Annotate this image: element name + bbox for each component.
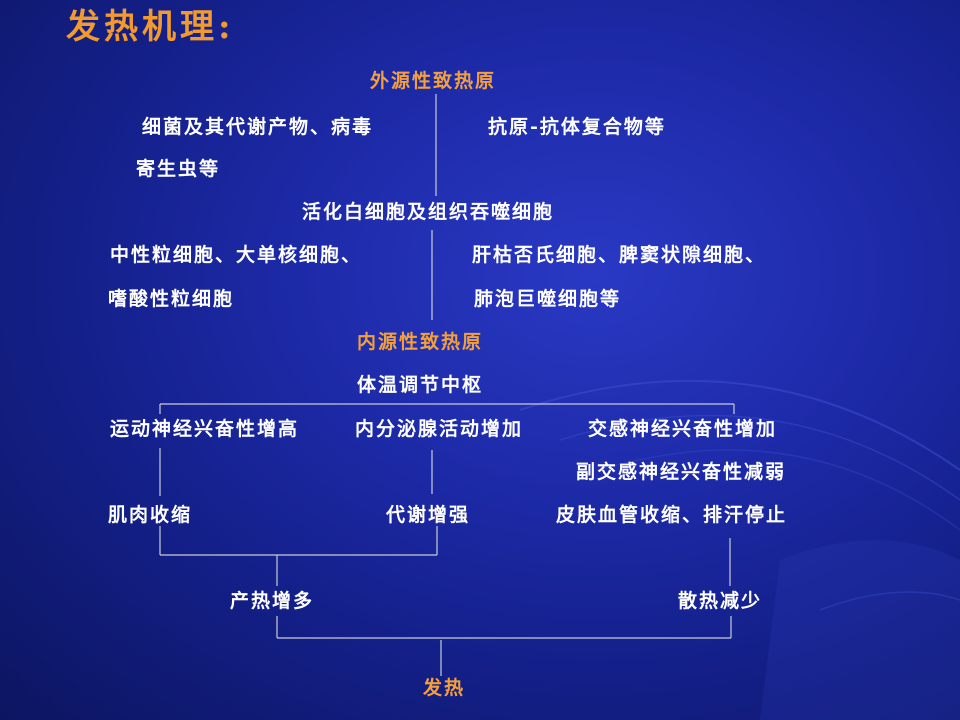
node-parasympathetic: 副交感神经兴奋性减弱 [576,461,787,483]
node-eosinophil: 嗜酸性粒细胞 [108,288,235,310]
node-sympathetic: 交感神经兴奋性增加 [588,418,778,440]
node-alveolar-macrophage: 肺泡巨噬细胞等 [474,288,622,310]
node-skin-vessel: 皮肤血管收缩、排汗停止 [556,504,788,526]
node-activated-cells: 活化白细胞及组织吞噬细胞 [302,201,555,223]
node-exogenous-pyrogen: 外源性致热原 [370,70,497,92]
node-heat-loss: 散热减少 [678,590,763,612]
node-heat-gain: 产热增多 [230,590,315,612]
node-fever: 发热 [423,677,466,699]
node-thermoregulatory-center: 体温调节中枢 [357,374,484,396]
node-endogenous-pyrogen: 内源性致热原 [357,331,484,353]
node-muscle-contraction: 肌肉收缩 [108,504,193,526]
node-antigen-antibody: 抗原-抗体复合物等 [488,116,666,138]
node-bacteria-virus: 细菌及其代谢产物、病毒 [142,116,374,138]
node-endocrine: 内分泌腺活动增加 [355,418,524,440]
node-metabolism: 代谢增强 [386,504,471,526]
node-motor-nerve: 运动神经兴奋性增高 [110,418,300,440]
node-neutrophil: 中性粒细胞、大单核细胞、 [110,244,363,266]
slide-title: 发热机理: [66,7,235,47]
node-parasite: 寄生虫等 [136,158,221,180]
node-kupffer: 肝枯否氏细胞、脾窦状隙细胞、 [472,244,767,266]
